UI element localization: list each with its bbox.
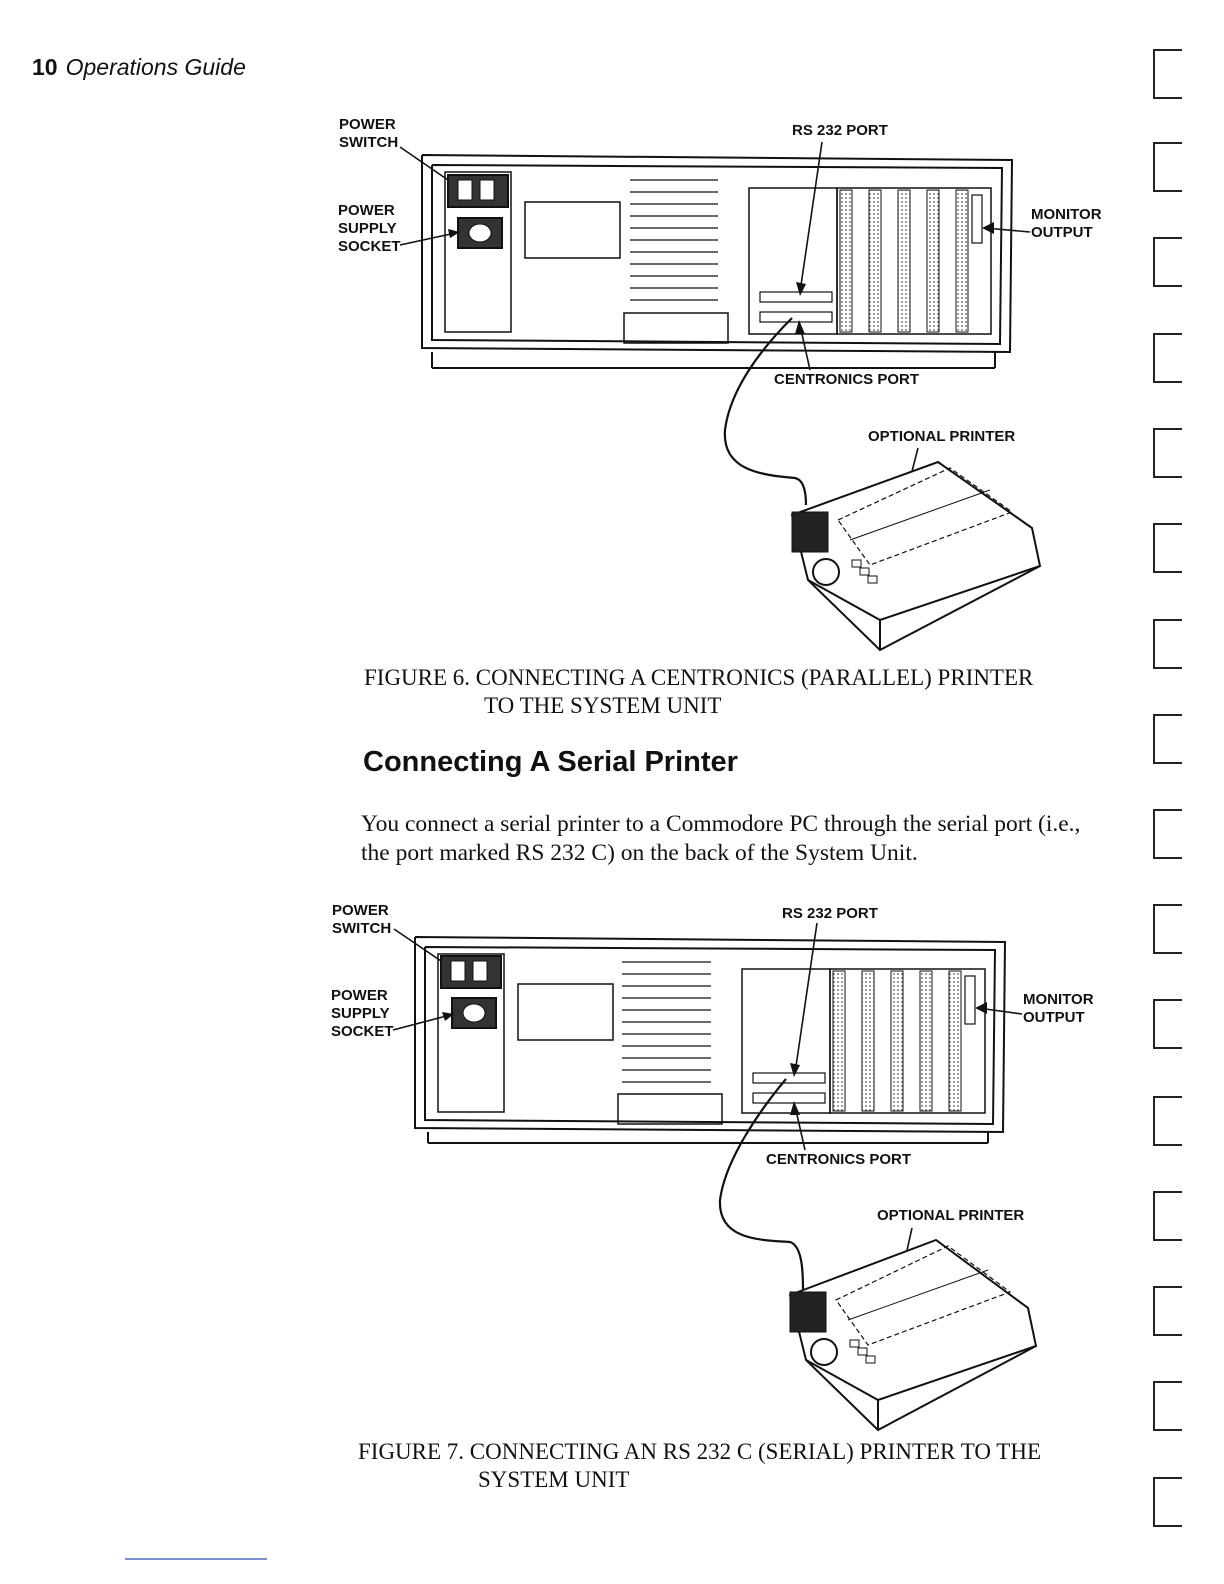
rs232-port-label: RS 232 PORT <box>782 905 878 922</box>
footer-rule <box>125 1558 267 1560</box>
dot-matrix-printer-icon <box>790 460 1042 652</box>
index-tab-icon <box>1153 904 1182 954</box>
dot-matrix-printer-icon <box>788 1238 1038 1432</box>
index-tab-icon <box>1153 714 1182 764</box>
index-tab-icon <box>1153 1096 1182 1146</box>
index-tab-icon <box>1153 523 1182 573</box>
section-paragraph: You connect a serial printer to a Commod… <box>361 811 1081 866</box>
index-tab-icon <box>1153 333 1182 383</box>
optional-printer-label: OPTIONAL PRINTER <box>868 428 1016 445</box>
index-tab-icon <box>1153 1191 1182 1241</box>
index-tab-icon <box>1153 619 1182 669</box>
running-title: Operations Guide <box>65 54 246 80</box>
centronics-port-label: CENTRONICS PORT <box>766 1151 912 1168</box>
page-header: 10 Operations Guide <box>32 54 246 81</box>
centronics-port-label: CENTRONICS PORT <box>774 371 920 388</box>
system-unit-rear-icon <box>392 922 1038 1432</box>
index-tab-icon <box>1153 1381 1182 1431</box>
index-tab-icon <box>1153 49 1182 99</box>
index-tab-icon <box>1153 809 1182 859</box>
figure-7-caption: FIGURE 7. CONNECTING AN RS 232 C (SERIAL… <box>358 1439 1042 1492</box>
index-tab-icon <box>1153 1477 1182 1527</box>
system-unit-rear-icon <box>399 141 1042 652</box>
index-tab-icon <box>1153 1286 1182 1336</box>
index-tab-icon <box>1153 142 1182 192</box>
index-tab-icon <box>1153 999 1182 1049</box>
figure-6-caption: FIGURE 6. CONNECTING A CENTRONICS (PARAL… <box>364 665 1034 718</box>
index-tab-icon <box>1153 237 1182 287</box>
rs232-port-label: RS 232 PORT <box>792 122 888 139</box>
page-number: 10 <box>32 54 58 80</box>
index-tab-icon <box>1153 428 1182 478</box>
optional-printer-label: OPTIONAL PRINTER <box>877 1207 1025 1224</box>
section-heading: Connecting A Serial Printer <box>363 746 738 778</box>
